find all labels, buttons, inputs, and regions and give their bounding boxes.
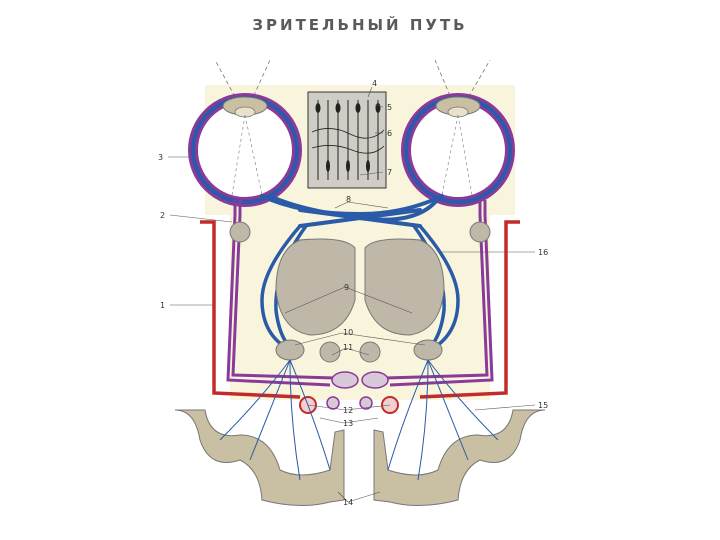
right-eye-icon <box>406 97 510 202</box>
label-5: 5 <box>387 103 392 112</box>
lateral-geniculate-right <box>414 340 442 360</box>
label-16: 16 <box>538 248 548 257</box>
label-13: 13 <box>343 419 353 428</box>
retina-inset-icon <box>308 92 386 188</box>
label-14: 14 <box>343 498 353 507</box>
lateral-geniculate-left <box>276 340 304 360</box>
superior-colliculus-right <box>360 342 380 362</box>
label-12: 12 <box>343 406 353 415</box>
label-11: 11 <box>343 343 353 352</box>
label-15: 15 <box>538 401 548 410</box>
label-7: 7 <box>387 168 392 177</box>
label-3: 3 <box>158 153 163 162</box>
left-eye-icon <box>193 97 297 202</box>
label-9: 9 <box>344 283 349 292</box>
label-8: 8 <box>346 195 351 204</box>
label-2: 2 <box>160 211 165 220</box>
label-10: 10 <box>343 328 353 337</box>
superior-colliculus-left <box>320 342 340 362</box>
brain-cortex-icon <box>175 410 545 506</box>
label-1: 1 <box>160 301 165 310</box>
label-6: 6 <box>387 129 392 138</box>
label-4: 4 <box>372 79 377 88</box>
